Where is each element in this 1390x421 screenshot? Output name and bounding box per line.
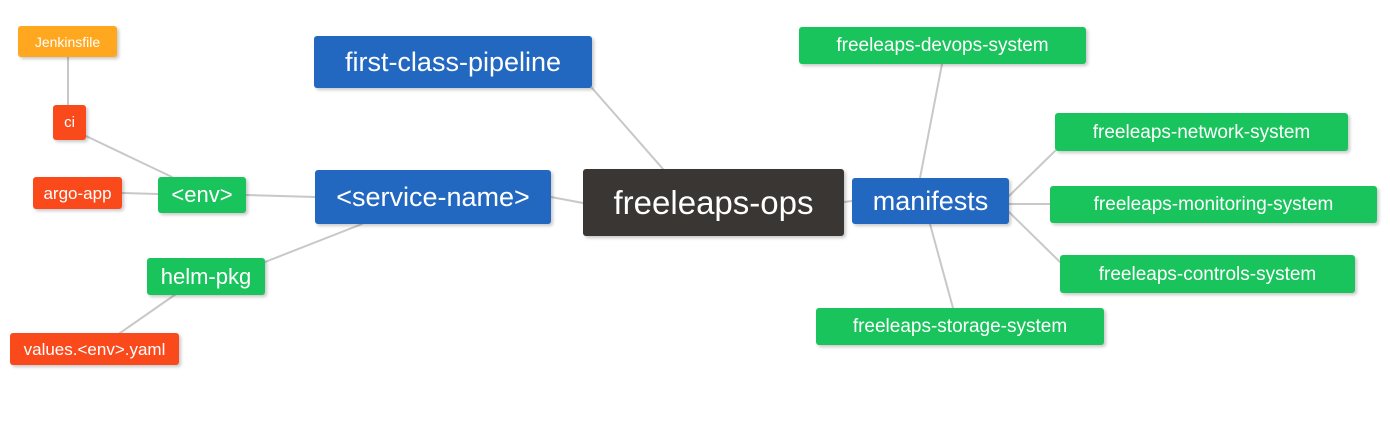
edge-env-to-ci xyxy=(85,135,173,178)
edge-freeleaps-ops-to-first-class-pipeline xyxy=(591,87,664,170)
mindmap-node-label: values.<env>.yaml xyxy=(23,339,166,359)
edge-service-name-to-env xyxy=(245,194,316,198)
edge-service-name-to-helm-pkg xyxy=(264,223,363,263)
mindmap-node-label: Jenkinsfile xyxy=(34,33,101,50)
mindmap-node-label: freeleaps-storage-system xyxy=(852,316,1068,337)
mindmap-node-first-class-pipeline[interactable]: first-class-pipeline xyxy=(314,36,592,88)
mindmap-node-freeleaps-controls-system[interactable]: freeleaps-controls-system xyxy=(1060,255,1355,293)
mindmap-node-label: <service-name> xyxy=(336,181,530,212)
mindmap-node-freeleaps-ops[interactable]: freeleaps-ops xyxy=(583,169,844,236)
mindmap-node-freeleaps-network-system[interactable]: freeleaps-network-system xyxy=(1055,113,1348,151)
mindmap-node-label: helm-pkg xyxy=(160,263,252,289)
mindmap-node-label: freeleaps-network-system xyxy=(1092,121,1311,143)
edge-env-to-argo-app xyxy=(121,192,159,195)
mindmap-node-label: argo-app xyxy=(43,183,112,203)
mindmap-node-label: freeleaps-devops-system xyxy=(836,35,1049,56)
mindmap-node-label: freeleaps-controls-system xyxy=(1098,263,1317,285)
mindmap-node-label: manifests xyxy=(872,185,989,216)
mindmap-node-ci[interactable]: ci xyxy=(53,105,86,140)
edge-freeleaps-ops-to-service-name xyxy=(550,196,584,204)
mindmap-node-argo-app[interactable]: argo-app xyxy=(33,177,122,209)
edge-manifests-to-freeleaps-storage-system xyxy=(929,223,954,309)
edge-manifests-to-freeleaps-network-system xyxy=(1008,150,1056,197)
mindmap-node-label: freeleaps-monitoring-system xyxy=(1093,194,1334,215)
mindmap-node-label: ci xyxy=(64,114,75,131)
mindmap-node-values-env-yaml[interactable]: values.<env>.yaml xyxy=(10,333,179,365)
mindmap-node-label: first-class-pipeline xyxy=(344,46,562,77)
mindmap-node-freeleaps-storage-system[interactable]: freeleaps-storage-system xyxy=(816,308,1104,345)
mindmap-node-label: freeleaps-ops xyxy=(613,184,814,221)
mindmap-node-freeleaps-devops-system[interactable]: freeleaps-devops-system xyxy=(799,27,1086,64)
edge-helm-pkg-to-values-env-yaml xyxy=(119,293,177,334)
mindmap-node-service-name[interactable]: <service-name> xyxy=(315,170,551,224)
mindmap-node-helm-pkg[interactable]: helm-pkg xyxy=(147,258,265,295)
edge-manifests-to-freeleaps-devops-system xyxy=(919,63,943,179)
edge-freeleaps-ops-to-manifests xyxy=(843,200,853,203)
mindmap-node-label: <env> xyxy=(171,182,233,207)
mindmap-node-env[interactable]: <env> xyxy=(158,177,246,213)
mindmap-node-freeleaps-monitoring-system[interactable]: freeleaps-monitoring-system xyxy=(1050,186,1377,223)
mindmap-node-manifests[interactable]: manifests xyxy=(852,178,1009,224)
mindmap-node-jenkinsfile[interactable]: Jenkinsfile xyxy=(18,26,117,57)
